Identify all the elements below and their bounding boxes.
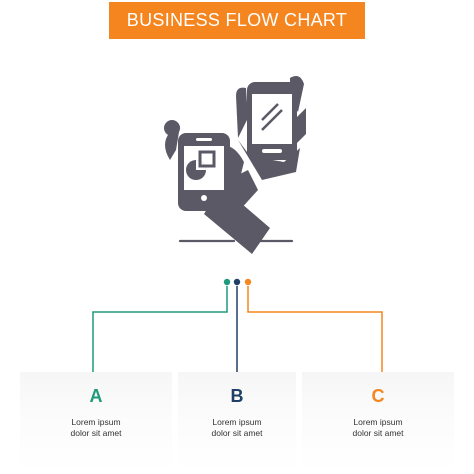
option-text-b-line2: dolor sit amet [211,428,263,438]
option-card-b: B Lorem ipsum dolor sit amet [178,372,296,472]
option-card-a: A Lorem ipsum dolor sit amet [20,372,172,472]
connector-a [92,286,228,388]
option-card-c: C Lorem ipsum dolor sit amet [302,372,454,472]
option-text-a-line1: Lorem ipsum [71,417,121,427]
connector-dot-c [244,278,252,286]
connector-c [247,286,383,388]
option-text-c: Lorem ipsum dolor sit amet [302,417,454,439]
option-letter-b: B [230,386,244,406]
connector-dot-b [233,278,241,286]
option-text-b-line1: Lorem ipsum [212,417,262,427]
option-letter-a: A [89,386,103,406]
option-text-a-line2: dolor sit amet [70,428,122,438]
title-banner: BUSINESS FLOW CHART [109,2,365,39]
left-phone-icon [178,133,230,211]
option-letter-c: C [371,386,385,406]
connector-dot-a [223,278,231,286]
option-text-b: Lorem ipsum dolor sit amet [178,417,296,439]
option-text-a: Lorem ipsum dolor sit amet [20,417,172,439]
page-title: BUSINESS FLOW CHART [126,10,348,30]
right-phone-icon [247,82,297,160]
option-text-c-line2: dolor sit amet [352,428,404,438]
option-text-c-line1: Lorem ipsum [353,417,403,427]
hands-holding-smartphones-icon [164,76,306,254]
